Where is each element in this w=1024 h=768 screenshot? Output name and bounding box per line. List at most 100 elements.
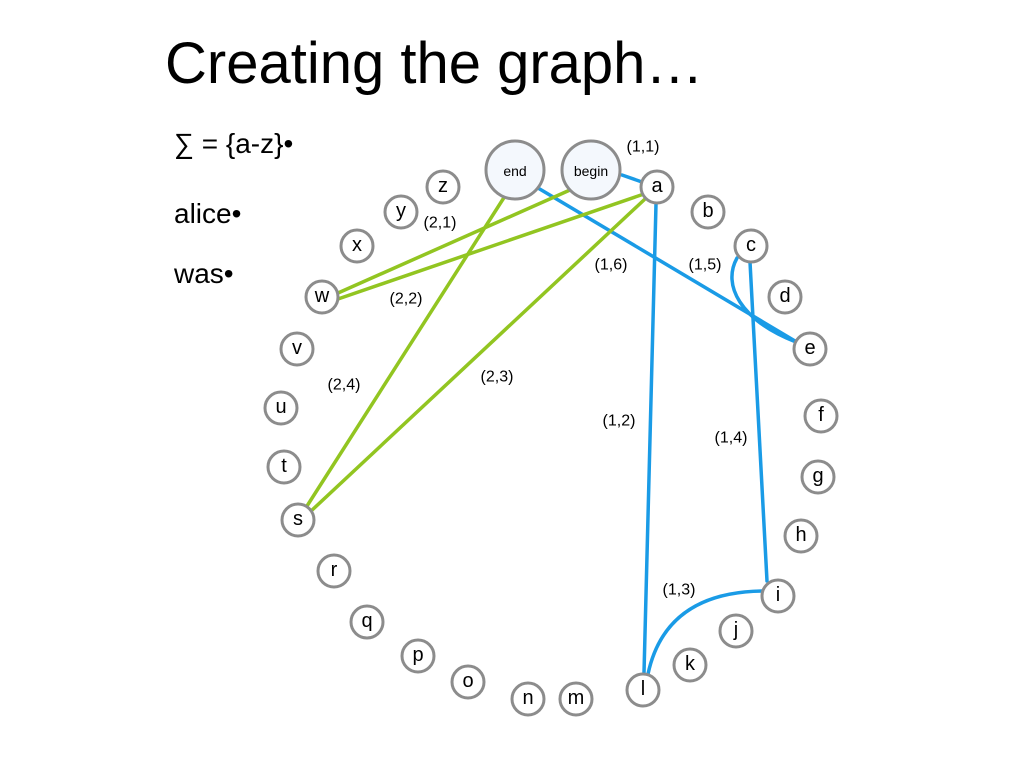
node-s: s — [280, 502, 316, 538]
node-c-label: c — [746, 234, 756, 256]
node-r-circle — [316, 553, 352, 589]
edge-label-extra-1: (1,1) — [627, 139, 660, 156]
node-j-label: j — [733, 619, 738, 641]
node-i-label: i — [776, 584, 780, 606]
node-l: l — [625, 672, 661, 708]
node-h-label: h — [795, 524, 806, 546]
node-g: g — [800, 459, 836, 495]
node-r-label: r — [331, 559, 338, 581]
edge-label-extra-4: (2,4) — [328, 377, 361, 394]
edge-label-e-end: (1,6) — [595, 257, 628, 274]
node-y: y — [383, 194, 419, 230]
node-b-circle — [690, 194, 726, 230]
edge-s-end — [305, 194, 507, 508]
node-t-label: t — [281, 455, 287, 477]
node-j: j — [718, 613, 754, 649]
node-o: o — [450, 664, 486, 700]
node-e: e — [792, 331, 828, 367]
node-u: u — [263, 390, 299, 426]
node-j-circle — [718, 613, 754, 649]
edge-a-s — [308, 197, 647, 514]
node-x-circle — [339, 228, 375, 264]
node-o-label: o — [462, 670, 473, 692]
node-k-circle — [672, 647, 708, 683]
edge-label-a-l: (1,2) — [603, 413, 636, 430]
edge-label-a-s: (2,3) — [481, 369, 514, 386]
word-alice-bullet: alice• — [174, 198, 242, 229]
node-k-label: k — [685, 653, 696, 675]
node-v: v — [279, 331, 315, 367]
edge-begin-a — [620, 173, 644, 184]
node-v-label: v — [292, 337, 302, 359]
node-m-label: m — [568, 687, 585, 709]
node-end: end — [484, 139, 546, 201]
node-begin-label: begin — [574, 163, 608, 179]
node-q: q — [349, 604, 385, 640]
node-w: w — [304, 279, 340, 315]
edge-label-extra-3: (2,2) — [390, 291, 423, 308]
node-y-circle — [383, 194, 419, 230]
edge-i-c — [748, 260, 769, 583]
node-u-circle — [263, 390, 299, 426]
edge-label-l-i: (1,3) — [663, 582, 696, 599]
node-p-label: p — [412, 644, 423, 666]
node-w-label: w — [314, 285, 330, 307]
edge-w-a — [336, 193, 643, 301]
edge-label-c-e: (1,5) — [689, 257, 722, 274]
alphabet-bullet: ∑ = {a-z}• — [174, 128, 294, 159]
node-e-label: e — [804, 337, 815, 359]
node-s-label: s — [293, 508, 303, 530]
edge-label-extra-2: (2,1) — [424, 215, 457, 232]
node-y-label: y — [396, 200, 406, 222]
edge-begin-w — [336, 188, 572, 295]
node-c: c — [733, 228, 769, 264]
node-f-circle — [803, 398, 839, 434]
node-z-label: z — [438, 175, 448, 197]
node-p: p — [400, 638, 436, 674]
node-a: a — [639, 169, 675, 205]
node-a-label: a — [651, 175, 663, 197]
node-n-label: n — [522, 687, 533, 709]
node-o-circle — [450, 664, 486, 700]
node-h-circle — [783, 518, 819, 554]
node-f-label: f — [818, 404, 824, 426]
node-t-circle — [266, 449, 302, 485]
node-c-circle — [733, 228, 769, 264]
edge-l-i — [646, 589, 764, 676]
node-x: x — [339, 228, 375, 264]
node-p-circle — [400, 638, 436, 674]
node-z: z — [425, 169, 461, 205]
node-end-circle — [484, 139, 546, 201]
node-h: h — [783, 518, 819, 554]
node-i: i — [760, 578, 796, 614]
node-i-circle — [760, 578, 796, 614]
node-q-label: q — [361, 610, 372, 632]
node-q-circle — [349, 604, 385, 640]
node-m: m — [558, 681, 594, 717]
node-w-circle — [304, 279, 340, 315]
node-d-circle — [767, 279, 803, 315]
node-k: k — [672, 647, 708, 683]
edge-a-l — [642, 202, 658, 675]
slide-title: Creating the graph… — [165, 31, 704, 96]
edge-e-end — [536, 186, 797, 343]
node-v-circle — [279, 331, 315, 367]
node-b: b — [690, 194, 726, 230]
node-b-label: b — [702, 200, 713, 222]
node-s-circle — [280, 502, 316, 538]
node-begin: begin — [560, 139, 622, 201]
node-t: t — [266, 449, 302, 485]
node-x-label: x — [352, 234, 362, 256]
node-f: f — [803, 398, 839, 434]
node-l-label: l — [641, 678, 645, 700]
node-e-circle — [792, 331, 828, 367]
node-n-circle — [510, 681, 546, 717]
edge-label-i-c: (1,4) — [715, 430, 748, 447]
node-d-label: d — [779, 285, 790, 307]
node-end-label: end — [503, 163, 526, 179]
node-g-label: g — [812, 465, 823, 487]
node-a-circle — [639, 169, 675, 205]
node-u-label: u — [275, 396, 286, 418]
node-r: r — [316, 553, 352, 589]
